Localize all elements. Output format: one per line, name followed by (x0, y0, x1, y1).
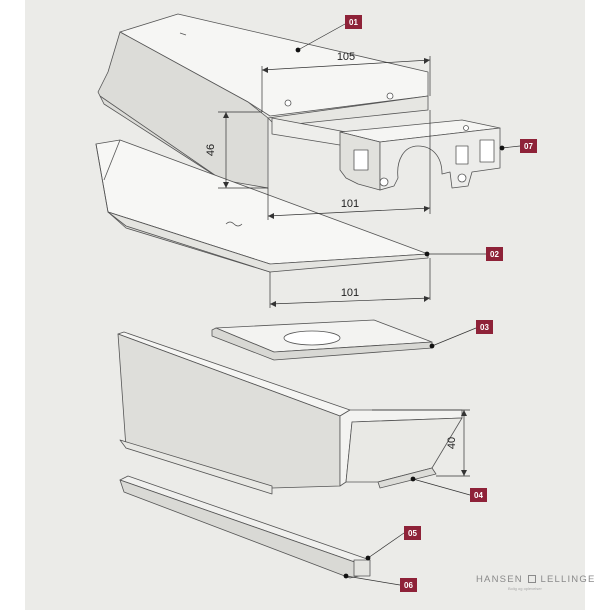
part-07-hole (379, 177, 389, 187)
arrow (262, 67, 268, 73)
arrow (270, 301, 276, 307)
callout-06: 06 (400, 578, 417, 592)
leader-03 (431, 327, 477, 347)
leader-lines (297, 23, 521, 586)
leader-01 (297, 23, 346, 51)
leader-06 (345, 575, 401, 586)
brand-name-left: HANSEN (476, 574, 523, 585)
part-04-channel (345, 417, 463, 483)
brand-tagline: Bolig og oplevelser (508, 586, 542, 591)
leader-dots (295, 47, 505, 579)
dim-label-46: 46 (205, 144, 217, 156)
callout-label-01: 01 (349, 18, 358, 27)
callout-03: 03 (476, 320, 493, 334)
arrow (461, 410, 467, 416)
part-02-edge (103, 139, 121, 181)
leader-07 (501, 145, 521, 149)
callout-label-04: 04 (474, 491, 483, 500)
dim-label-101-upper: 101 (341, 198, 359, 210)
brand-name-right: LELLINGE (540, 574, 596, 585)
part-07-hole (463, 125, 469, 131)
callout-04: 04 (470, 488, 487, 502)
arrow (461, 470, 467, 476)
part-01-mark (179, 32, 187, 36)
part-07-slot (479, 139, 495, 163)
part-07-hole (457, 173, 467, 183)
part-02-middle-profile (95, 139, 429, 273)
brand-logo: HANSEN LELLINGE Bolig og oplevelser (476, 574, 610, 591)
leader-dot-06 (343, 573, 349, 579)
part-07-slot (455, 145, 469, 165)
callout-label-05: 05 (408, 529, 417, 538)
callout-label-03: 03 (480, 323, 489, 332)
leader-dot-04 (410, 476, 416, 482)
callout-01: 01 (345, 15, 362, 29)
part-04-flange (377, 467, 437, 489)
part-01-hole (386, 92, 394, 100)
part-04-lip (119, 439, 273, 495)
part-03-plate (211, 319, 433, 361)
dim-label-40: 40 (446, 437, 458, 449)
part-07-front (379, 127, 501, 191)
dim-105-line (261, 59, 431, 71)
part-01-top-profile (97, 13, 429, 189)
part-06-strip (119, 479, 369, 579)
part-04-side-face (117, 333, 341, 489)
arrow (424, 58, 430, 64)
arrow (424, 296, 430, 302)
callout-label-02: 02 (490, 250, 499, 259)
dim-label-101-lower: 101 (341, 287, 359, 299)
leader-dot-02 (424, 251, 430, 257)
arrow (268, 213, 274, 219)
leader-dot-05 (365, 555, 371, 561)
dim-label-105: 105 (337, 51, 355, 63)
part-07-slot (353, 149, 369, 171)
leader-dot-07 (499, 145, 505, 151)
leader-dot-03 (429, 343, 435, 349)
dimension-lines (218, 56, 470, 477)
callout-07: 07 (520, 139, 537, 153)
leader-dot-01 (295, 47, 301, 53)
house-icon (527, 575, 536, 583)
dim-101a-line (267, 207, 431, 217)
leader-05 (367, 532, 405, 559)
part-02-lip (107, 211, 429, 273)
arrow (424, 206, 430, 212)
arrow (223, 112, 229, 118)
part-02-mark (225, 221, 243, 227)
callout-05: 05 (404, 526, 421, 540)
leader-04 (412, 478, 471, 496)
part-05-06-strips (119, 475, 371, 579)
part-03-hole (283, 330, 341, 346)
callout-label-07: 07 (524, 142, 533, 151)
callout-label-06: 06 (404, 581, 413, 590)
part-07-bracket (271, 117, 501, 191)
part-01-edge (99, 95, 223, 181)
part-04-lower-profile (117, 331, 463, 495)
dim-101b-line (269, 297, 431, 305)
part-05-end (353, 559, 371, 577)
callout-02: 02 (486, 247, 503, 261)
brand-name: HANSEN LELLINGE (476, 574, 610, 585)
dimension-arrows (223, 58, 467, 476)
part-01-hole (284, 99, 292, 107)
part-05-strip (119, 475, 371, 567)
arrow (223, 182, 229, 188)
